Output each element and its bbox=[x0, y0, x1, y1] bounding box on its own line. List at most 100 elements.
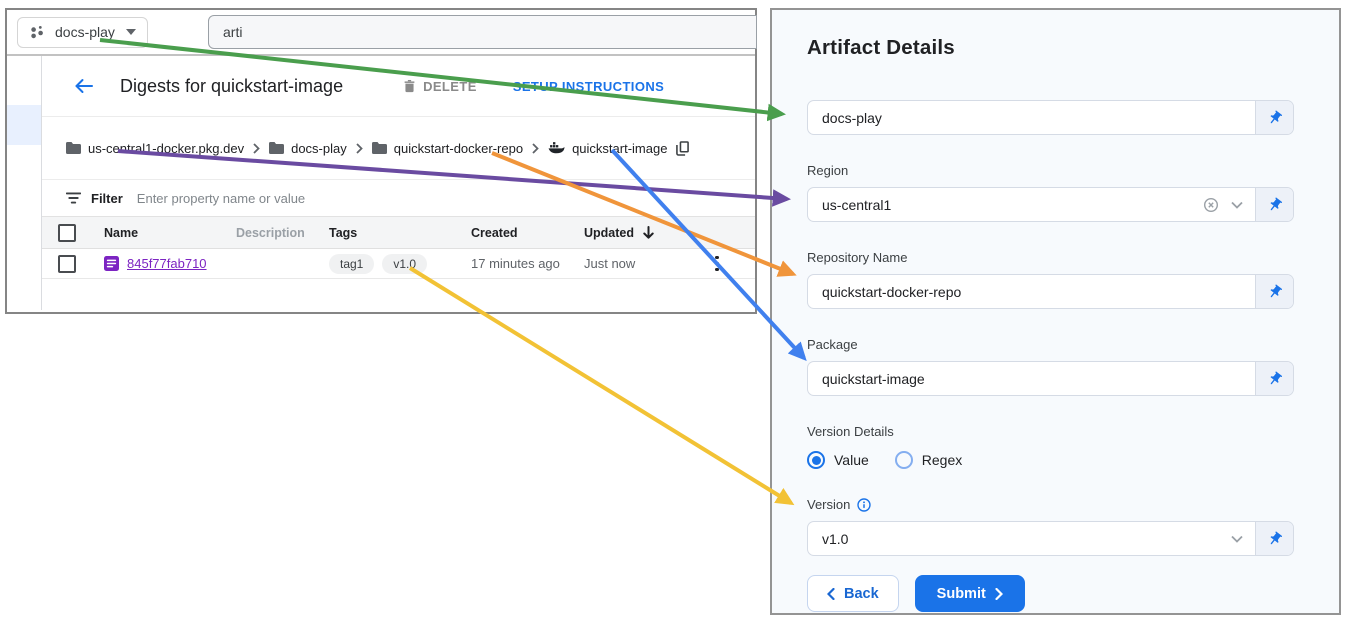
region-field-group: Region us-central1 bbox=[807, 163, 1294, 222]
breadcrumb-label: docs-play bbox=[291, 140, 347, 156]
breadcrumb-item-project[interactable]: docs-play bbox=[269, 141, 347, 156]
chevron-down-icon[interactable] bbox=[1231, 201, 1243, 209]
page-title: Digests for quickstart-image bbox=[120, 75, 344, 96]
console-topbar: docs-play bbox=[7, 10, 757, 56]
form-title: Artifact Details bbox=[807, 36, 955, 59]
overflow-menu-icon[interactable] bbox=[715, 255, 755, 272]
project-field-group: docs-play bbox=[807, 100, 1294, 135]
console-body: Digests for quickstart-image DELETE SETU… bbox=[7, 56, 755, 310]
search-input[interactable] bbox=[209, 23, 756, 41]
back-button-label: Back bbox=[844, 585, 879, 602]
sort-desc-icon bbox=[643, 226, 654, 239]
pin-icon bbox=[1263, 106, 1285, 128]
pin-icon bbox=[1263, 193, 1285, 215]
console-search-box bbox=[208, 15, 757, 49]
column-header-description[interactable]: Description bbox=[236, 225, 305, 240]
digest-name-cell: 845f77fab710 bbox=[104, 256, 236, 271]
digest-icon bbox=[104, 256, 119, 271]
project-switcher-icon bbox=[29, 24, 46, 40]
table-row: 845f77fab710 tag1 v1.0 17 minutes ago Ju… bbox=[42, 249, 755, 279]
breadcrumb-item-package: quickstart-image bbox=[548, 141, 667, 156]
submit-button[interactable]: Submit bbox=[914, 575, 1025, 612]
filter-bar: Filter bbox=[42, 180, 755, 217]
chevron-right-icon bbox=[995, 587, 1003, 600]
chevron-left-icon bbox=[827, 587, 835, 600]
artifact-details-panel: Artifact Details docs-play Region us-cen… bbox=[770, 8, 1341, 615]
select-all-checkbox[interactable] bbox=[58, 223, 76, 242]
docker-image-icon bbox=[548, 141, 565, 155]
breadcrumb-item-repository[interactable]: quickstart-docker-repo bbox=[371, 140, 524, 156]
repository-label: Repository Name bbox=[807, 250, 908, 265]
project-field[interactable]: docs-play bbox=[822, 109, 882, 126]
tag-badge[interactable]: tag1 bbox=[329, 253, 375, 274]
radio-unselected-icon bbox=[894, 451, 913, 469]
version-label: Version bbox=[807, 497, 851, 512]
pin-button[interactable] bbox=[1255, 362, 1293, 395]
version-field-group: Version v1.0 bbox=[807, 497, 1294, 556]
row-checkbox[interactable] bbox=[58, 254, 76, 273]
clear-icon[interactable] bbox=[1203, 197, 1219, 213]
package-field-group: Package quickstart-image bbox=[807, 337, 1294, 396]
package-label: Package bbox=[807, 337, 858, 352]
delete-button[interactable]: DELETE bbox=[403, 79, 477, 94]
page-header: Digests for quickstart-image DELETE SETU… bbox=[42, 56, 755, 117]
filter-input[interactable] bbox=[134, 189, 755, 207]
pin-button[interactable] bbox=[1255, 275, 1293, 308]
updated-cell: Just now bbox=[584, 256, 636, 271]
breadcrumb-label: us-central1-docker.pkg.dev bbox=[88, 140, 245, 156]
table-header: Name Description Tags Created Updated bbox=[42, 217, 755, 249]
filter-label: Filter bbox=[91, 190, 123, 206]
version-field[interactable]: v1.0 bbox=[822, 530, 849, 547]
pin-icon bbox=[1263, 527, 1285, 549]
column-header-tags[interactable]: Tags bbox=[329, 225, 358, 240]
back-button[interactable]: Back bbox=[807, 575, 899, 612]
project-selector[interactable]: docs-play bbox=[17, 16, 148, 48]
chevron-right-icon bbox=[356, 142, 363, 154]
digest-link[interactable]: 845f77fab710 bbox=[127, 256, 207, 271]
trash-icon bbox=[403, 79, 416, 93]
breadcrumb-item-registry[interactable]: us-central1-docker.pkg.dev bbox=[66, 141, 244, 156]
dropdown-arrow-icon bbox=[125, 29, 136, 35]
package-field[interactable]: quickstart-image bbox=[822, 370, 925, 387]
repository-field[interactable]: quickstart-docker-repo bbox=[822, 283, 962, 300]
sidebar-selected-item[interactable] bbox=[7, 105, 41, 145]
version-details-label: Version Details bbox=[807, 424, 894, 439]
info-icon[interactable] bbox=[857, 497, 872, 512]
delete-button-label: DELETE bbox=[423, 78, 477, 94]
pin-icon bbox=[1263, 280, 1285, 302]
pin-button[interactable] bbox=[1255, 101, 1293, 134]
radio-value-label: Value bbox=[834, 452, 869, 468]
copy-icon[interactable] bbox=[676, 140, 690, 156]
created-cell: 17 minutes ago bbox=[471, 256, 560, 271]
breadcrumb-label: quickstart-docker-repo bbox=[393, 140, 524, 156]
region-field[interactable]: us-central1 bbox=[822, 196, 892, 213]
region-label: Region bbox=[807, 163, 849, 178]
pin-button[interactable] bbox=[1255, 522, 1293, 555]
column-header-created[interactable]: Created bbox=[471, 225, 518, 240]
setup-instructions-label: SETUP INSTRUCTIONS bbox=[512, 78, 665, 94]
pin-button[interactable] bbox=[1255, 188, 1293, 221]
chevron-down-icon[interactable] bbox=[1231, 535, 1243, 543]
submit-button-label: Submit bbox=[936, 585, 986, 602]
tags-cell: tag1 v1.0 bbox=[329, 253, 471, 274]
pin-icon bbox=[1263, 367, 1285, 389]
radio-value[interactable]: Value bbox=[807, 451, 869, 469]
back-arrow-icon[interactable] bbox=[74, 78, 94, 94]
column-header-updated[interactable]: Updated bbox=[584, 226, 699, 240]
nav-sidebar bbox=[7, 56, 42, 310]
setup-instructions-button[interactable]: SETUP INSTRUCTIONS bbox=[513, 79, 664, 94]
breadcrumb-label: quickstart-image bbox=[572, 140, 668, 156]
tag-badge[interactable]: v1.0 bbox=[382, 253, 428, 274]
chevron-right-icon bbox=[253, 142, 260, 154]
version-details-group: Version Details Value Regex bbox=[807, 424, 1294, 469]
radio-regex-label: Regex bbox=[921, 452, 963, 468]
radio-selected-icon bbox=[807, 451, 825, 469]
repository-field-group: Repository Name quickstart-docker-repo bbox=[807, 250, 1294, 309]
folder-icon bbox=[66, 142, 81, 154]
folder-icon bbox=[371, 142, 387, 154]
radio-regex[interactable]: Regex bbox=[894, 451, 963, 469]
project-selector-label: docs-play bbox=[55, 24, 115, 40]
column-header-name[interactable]: Name bbox=[104, 225, 139, 240]
breadcrumb: us-central1-docker.pkg.dev docs-play bbox=[42, 117, 755, 180]
